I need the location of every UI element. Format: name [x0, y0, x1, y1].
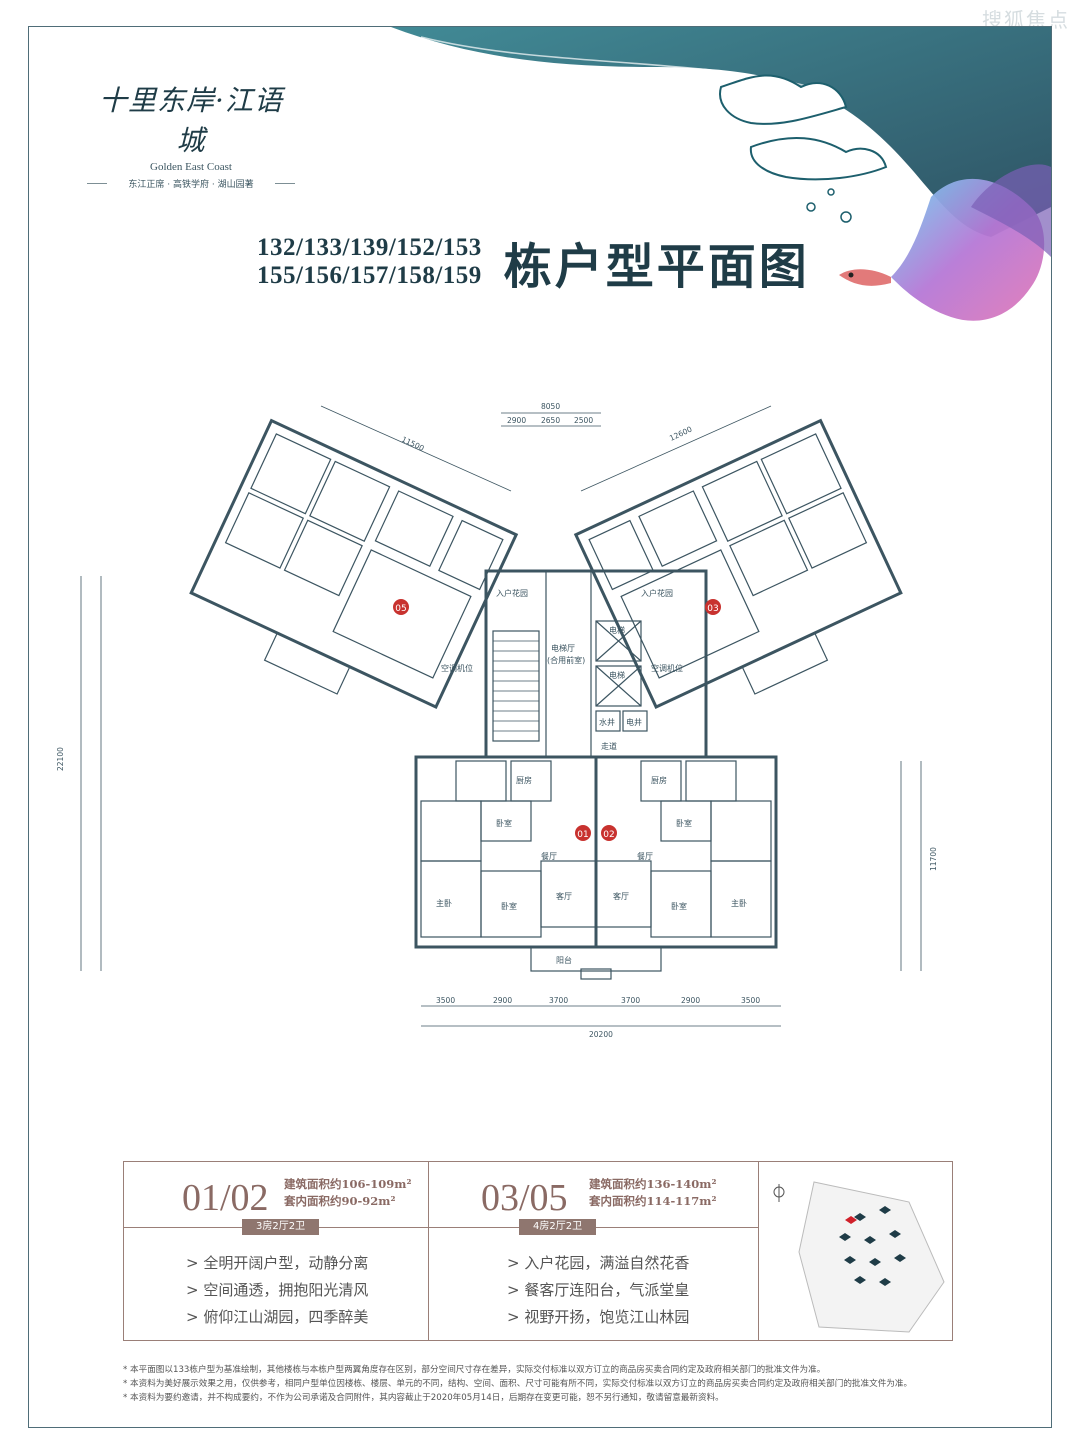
unit-number: 01/02	[182, 1177, 269, 1219]
label-ac-right: 空调机位	[651, 663, 683, 673]
gross-area: 建筑面积约136-140m²	[589, 1177, 717, 1191]
label-lobby: 电梯厅	[551, 643, 575, 653]
label-master-01: 主卧	[436, 898, 452, 908]
dim-left-total: 22100	[56, 747, 65, 771]
building-numbers-line1: 132/133/139/152/153	[257, 234, 482, 261]
gross-area: 建筑面积约106-109m²	[284, 1177, 412, 1191]
dim-top-total: 8050	[541, 402, 560, 411]
brand-name: 十里东岸·江语城	[99, 84, 283, 157]
poster-frame: 十里东岸·江语城 Golden East Coast 东江正席 · 高铁学府 ·…	[28, 26, 1052, 1428]
dim-bottom-3: 3700	[549, 996, 568, 1005]
dim-bottom-2: 2900	[493, 996, 512, 1005]
dim-right-total: 11700	[929, 847, 938, 871]
label-dining-02: 餐厅	[637, 852, 653, 861]
net-area: 套内面积约114-117m²	[589, 1194, 717, 1208]
feature-item: > 入户花园，满溢自然花香	[507, 1254, 690, 1272]
unit-marker-05: 05	[395, 604, 406, 614]
label-living-02: 客厅	[613, 891, 629, 901]
dim-top-3: 2500	[574, 416, 593, 425]
floor-plan: 01 02 05 03 电梯厅 (合用前室) 入户花园 入户花园 客厅 客厅 餐…	[56, 402, 938, 1039]
dim-bottom-6: 3500	[741, 996, 760, 1005]
label-water-shaft: 水井	[599, 717, 615, 727]
layout-tag: 4房2厅2卫	[519, 1219, 597, 1235]
label-elevator-b: 电梯	[609, 670, 625, 680]
label-master-02: 主卧	[731, 898, 747, 908]
unit-info-panel: 01/02 建筑面积约106-109m² 套内面积约90-92m² 3房2厅2卫…	[123, 1161, 953, 1341]
net-area: 套内面积约90-92m²	[284, 1194, 396, 1208]
label-dining-01: 餐厅	[541, 852, 557, 861]
dim-top-1: 2900	[507, 416, 526, 425]
label-ac-left: 空调机位	[441, 663, 473, 673]
feature-item: > 视野开扬，饱览江山林园	[507, 1308, 690, 1326]
core-block	[484, 569, 708, 759]
north-arrow-icon	[773, 1186, 785, 1198]
disclaimer-line: * 本平面图以133栋户型为基准绘制，其他楼栋与本栋户型两翼角度存在区别，部分空…	[123, 1365, 826, 1375]
feature-item: > 全明开阔户型，动静分离	[186, 1254, 369, 1272]
label-living-01: 客厅	[556, 891, 572, 901]
building-numbers: 132/133/139/152/153 155/156/157/158/159	[257, 234, 482, 290]
dim-bottom-4: 3700	[621, 996, 640, 1005]
dim-bottom-1: 3500	[436, 996, 455, 1005]
label-elec-shaft: 电井	[626, 717, 642, 727]
feature-list: > 入户花园，满溢自然花香 > 餐客厅连阳台，气派堂皇 > 视野开扬，饱览江山林…	[507, 1250, 689, 1331]
dim-wing-a-total: 11500	[400, 435, 426, 453]
unit-marker-03: 03	[707, 604, 718, 614]
title-main: 栋户型平面图	[503, 239, 810, 295]
dim-top-2: 2650	[541, 416, 560, 425]
feature-item: > 餐客厅连阳台，气派堂皇	[507, 1281, 690, 1299]
feature-item: > 俯仰江山湖园，四季醉美	[186, 1308, 369, 1326]
label-garden-left: 入户花园	[496, 588, 528, 598]
brand-logo: 十里东岸·江语城 Golden East Coast 东江正席 · 高铁学府 ·…	[87, 79, 295, 190]
unit-markers	[393, 599, 721, 841]
dim-wing-b-total: 12600	[668, 424, 694, 442]
unit-area: 建筑面积约106-109m² 套内面积约90-92m²	[284, 1176, 412, 1210]
feature-item: > 空间通透，拥抱阳光清风	[186, 1281, 369, 1299]
unit-03-wing	[573, 418, 903, 709]
disclaimer-line: * 本资料为美好展示效果之用，仅供参考，相同户型单位因楼栋、楼层、单元的不同，结…	[123, 1379, 913, 1389]
label-balcony-bottom: 阳台	[556, 955, 572, 965]
label-kitchen-01: 厨房	[516, 775, 532, 785]
label-elevator-a: 电梯	[609, 625, 625, 635]
label-bedroom-01b: 卧室	[496, 818, 512, 828]
unit-marker-01: 01	[577, 830, 588, 840]
label-garden-right: 入户花园	[641, 588, 673, 598]
unit-number: 03/05	[481, 1177, 568, 1219]
wave-fish-illustration	[391, 27, 1051, 321]
feature-list: > 全明开阔户型，动静分离 > 空间通透，拥抱阳光清风 > 俯仰江山湖园，四季醉…	[186, 1250, 368, 1331]
unit-01-02-block	[414, 755, 778, 980]
dimension-lines	[80, 405, 922, 1027]
unit-area: 建筑面积约136-140m² 套内面积约114-117m²	[589, 1176, 717, 1210]
label-bedroom-01a: 卧室	[501, 901, 517, 911]
unit-info-01-02: 01/02 建筑面积约106-109m² 套内面积约90-92m² 3房2厅2卫…	[124, 1162, 429, 1340]
disclaimer-notes: * 本平面图以133栋户型为基准绘制，其他楼栋与本栋户型两翼角度存在区别，部分空…	[123, 1363, 983, 1405]
disclaimer-line: * 本资料为要约邀请，并不构成要约，不作为公司承诺及合同附件，其内容截止于202…	[123, 1393, 724, 1403]
label-bedroom-02a: 卧室	[671, 901, 687, 911]
brand-english-name: Golden East Coast	[150, 161, 232, 173]
label-kitchen-02: 厨房	[651, 775, 667, 785]
dim-bottom-5: 2900	[681, 996, 700, 1005]
layout-tag: 3房2厅2卫	[242, 1219, 320, 1235]
unit-marker-02: 02	[603, 830, 614, 840]
label-stair: 走道	[601, 741, 617, 751]
page-title: 132/133/139/152/153 155/156/157/158/159 …	[257, 227, 810, 297]
building-numbers-line2: 155/156/157/158/159	[257, 262, 482, 289]
label-lobby-sub: (合用前室)	[547, 655, 585, 665]
site-map	[773, 1181, 945, 1333]
label-bedroom-02b: 卧室	[676, 818, 692, 828]
dim-bottom-total: 20200	[589, 1030, 613, 1039]
unit-info-03-05: 03/05 建筑面积约136-140m² 套内面积约114-117m² 4房2厅…	[429, 1162, 759, 1340]
brand-slogan: 东江正席 · 高铁学府 · 湖山园著	[87, 177, 295, 190]
unit-05-wing	[189, 418, 519, 709]
site-key-plan	[759, 1162, 952, 1340]
